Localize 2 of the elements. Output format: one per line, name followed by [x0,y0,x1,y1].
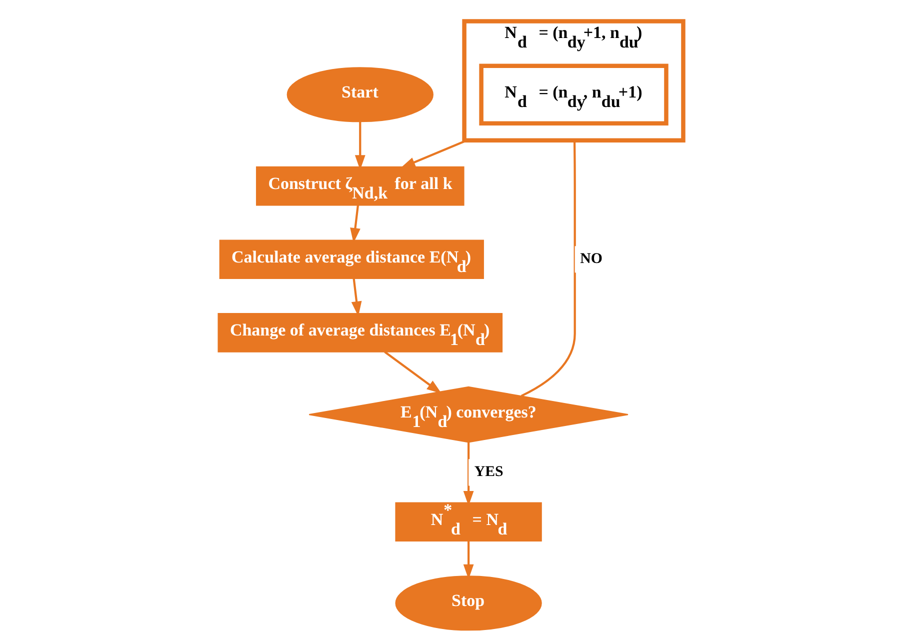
edge-label: YES [474,464,504,480]
edge-label: NO [580,250,602,267]
